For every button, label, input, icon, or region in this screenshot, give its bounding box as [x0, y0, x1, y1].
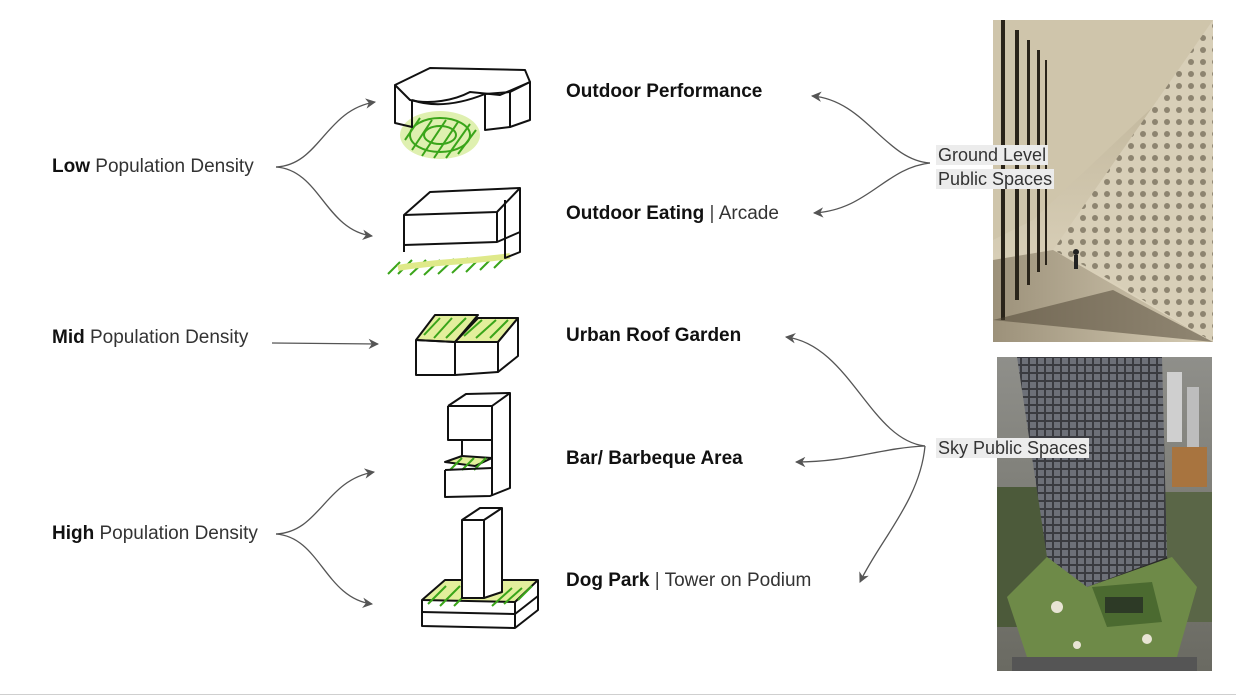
- sky-arrows: [784, 333, 926, 583]
- label-high-density: High Population Density: [52, 523, 258, 544]
- label-mid-density: Mid Population Density: [52, 327, 249, 348]
- photo-sky-tower-roof-garden: [997, 357, 1212, 671]
- program-outdoor-eating: Outdoor Eating | Arcade: [566, 203, 779, 224]
- label-low-density: Low Population Density: [52, 156, 254, 177]
- program-bar-barbeque: Bar/ Barbeque Area: [566, 448, 743, 469]
- program-outdoor-performance: Outdoor Performance: [566, 81, 763, 102]
- sketch-bar-barbeque: [444, 392, 511, 498]
- sketch-outdoor-performance: [394, 67, 531, 159]
- mid-density-arrow: [271, 338, 380, 350]
- sketch-dog-park: [421, 507, 539, 629]
- label-ground-level-public-spaces: Ground Level Public Spaces: [936, 145, 1055, 189]
- bottom-divider: [0, 694, 1236, 695]
- high-density-arrows: [275, 468, 376, 608]
- program-dog-park: Dog Park | Tower on Podium: [566, 570, 812, 591]
- program-urban-roof-garden: Urban Roof Garden: [566, 325, 742, 346]
- label-sky-public-spaces: Sky Public Spaces: [936, 438, 1090, 458]
- sketch-urban-roof-garden: [415, 314, 519, 376]
- low-density-arrows: [275, 98, 377, 240]
- ground-level-arrows: [810, 91, 931, 218]
- sketch-outdoor-eating: [387, 187, 521, 276]
